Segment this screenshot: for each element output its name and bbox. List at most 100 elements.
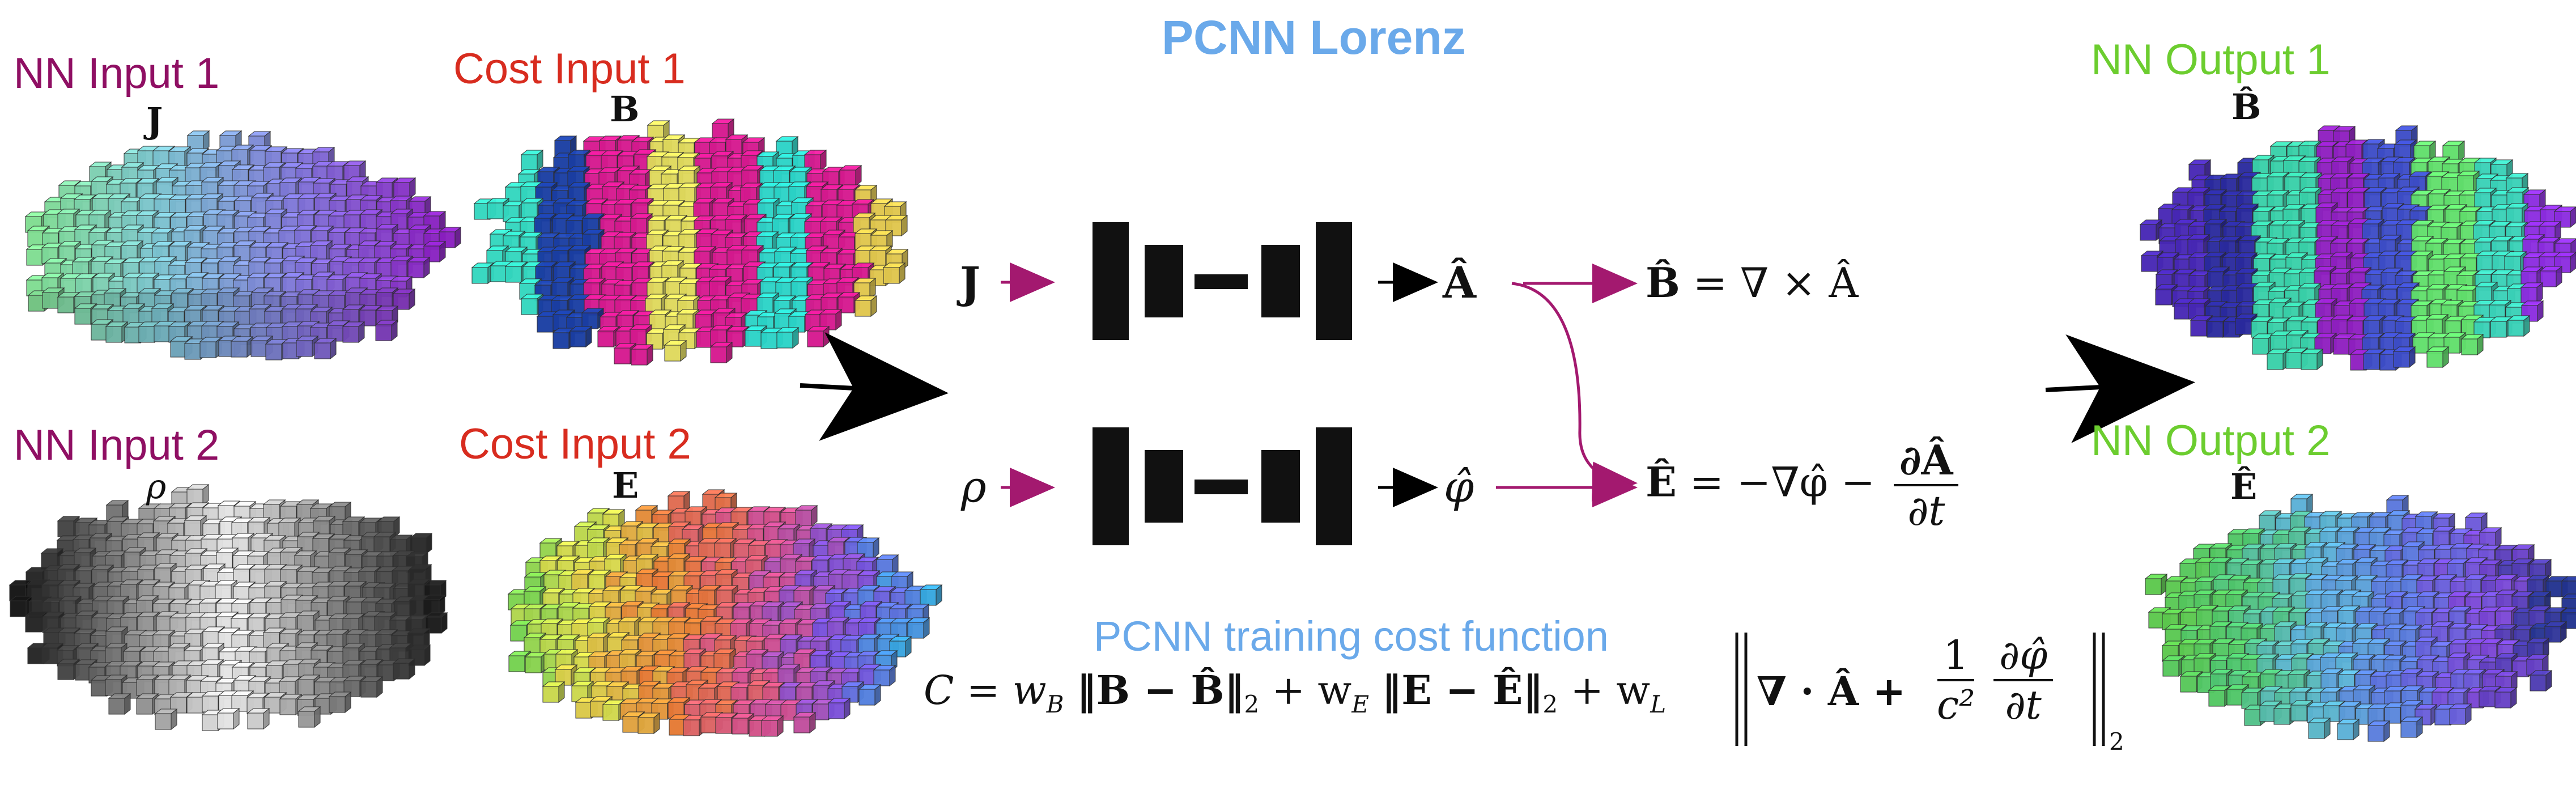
voxel-front <box>407 261 424 278</box>
voxel-front <box>250 340 267 357</box>
voxel-front <box>883 267 900 284</box>
voxel-front <box>508 655 525 672</box>
voxel-front <box>346 181 363 198</box>
voxel-front <box>907 622 924 639</box>
voxel-front <box>2362 143 2379 160</box>
voxel-front <box>552 332 569 349</box>
voxel-front <box>184 343 201 360</box>
voxel-front <box>42 292 59 309</box>
voxel-front <box>2426 351 2443 368</box>
voxel-front <box>2274 626 2291 643</box>
voxel-front <box>186 697 203 714</box>
voxel-front <box>2364 192 2381 209</box>
voxel-front <box>314 342 331 359</box>
voxel-front <box>202 714 219 731</box>
voxel-front <box>537 316 554 333</box>
nn-input-2-voxel-icon <box>8 483 448 732</box>
voxel-front <box>683 719 700 736</box>
voxel-front <box>542 686 559 703</box>
voxel-front <box>790 281 807 298</box>
voxel-front <box>732 718 749 735</box>
voxel-front <box>27 230 44 247</box>
voxel-front <box>2155 289 2172 306</box>
voxel-front <box>2141 255 2158 272</box>
voxel-front <box>394 601 411 618</box>
voxel-front <box>57 663 74 680</box>
voxel-front <box>375 324 392 341</box>
voxel-front <box>251 197 268 214</box>
voxel-front <box>2140 224 2157 241</box>
voxel-front <box>630 329 647 346</box>
voxel-front <box>813 685 830 702</box>
voxel-front <box>2490 321 2507 338</box>
voxel-front <box>602 704 619 721</box>
voxel-front <box>155 713 172 730</box>
voxel-front <box>124 326 141 343</box>
voxel-front <box>329 696 346 713</box>
voxel-front <box>360 681 377 698</box>
voxel-front <box>776 332 793 349</box>
voxel-front <box>170 341 187 358</box>
voxel-front <box>91 680 108 697</box>
voxel-front <box>41 647 58 664</box>
voxel-front <box>587 542 604 559</box>
voxel-front <box>2207 321 2224 338</box>
voxel-front <box>920 589 937 606</box>
voxel-front <box>714 542 731 559</box>
voxel-front <box>587 637 604 654</box>
voxel-front <box>249 308 266 325</box>
voxel-front <box>202 695 219 712</box>
voxel-front <box>2207 271 2224 288</box>
voxel-front <box>360 214 377 231</box>
voxel-front <box>217 712 234 729</box>
voxel-front <box>490 265 507 282</box>
voxel-front <box>136 679 153 696</box>
voxel-front <box>409 229 426 246</box>
voxel-front <box>487 202 504 219</box>
voxel-front <box>57 520 74 537</box>
voxel-front <box>873 669 890 686</box>
voxel-front <box>2347 192 2364 209</box>
voxel-front <box>231 341 248 358</box>
voxel-front <box>2162 660 2179 677</box>
voxel-front <box>571 574 588 591</box>
voxel-front <box>525 656 542 673</box>
voxel-front <box>855 300 872 317</box>
voxel-front <box>2457 175 2474 192</box>
voxel-front <box>2476 255 2493 272</box>
voxel-front <box>25 616 42 633</box>
voxel-front <box>138 326 155 343</box>
voxel-front <box>74 308 91 325</box>
voxel-front <box>373 536 390 553</box>
voxel-front <box>298 711 315 728</box>
voxel-front <box>700 716 717 733</box>
voxel-front <box>2363 353 2380 370</box>
voxel-front <box>154 679 171 696</box>
voxel-front <box>828 702 845 719</box>
voxel-front <box>747 685 764 702</box>
voxel-front <box>265 213 282 230</box>
voxel-front <box>575 702 592 719</box>
voxel-front <box>669 719 686 736</box>
voxel-front <box>713 653 730 670</box>
voxel-front <box>2285 352 2302 369</box>
voxel-front <box>265 343 282 360</box>
voxel-front <box>710 346 727 363</box>
voxel-front <box>521 154 538 171</box>
voxel-front <box>10 600 27 617</box>
voxel-front <box>249 150 266 167</box>
voxel-front <box>597 330 614 347</box>
voxel-front <box>136 698 153 715</box>
voxel-front <box>712 123 729 140</box>
voxel-front <box>521 298 538 315</box>
voxel-front <box>91 324 108 341</box>
voxel-front <box>696 331 713 348</box>
voxel-front <box>184 520 201 537</box>
voxel-front <box>28 295 45 312</box>
voxel-front <box>807 330 824 347</box>
voxel-front <box>789 218 806 235</box>
voxel-front <box>2145 578 2162 595</box>
voxel-front <box>630 218 647 235</box>
voxel-front <box>390 260 407 277</box>
